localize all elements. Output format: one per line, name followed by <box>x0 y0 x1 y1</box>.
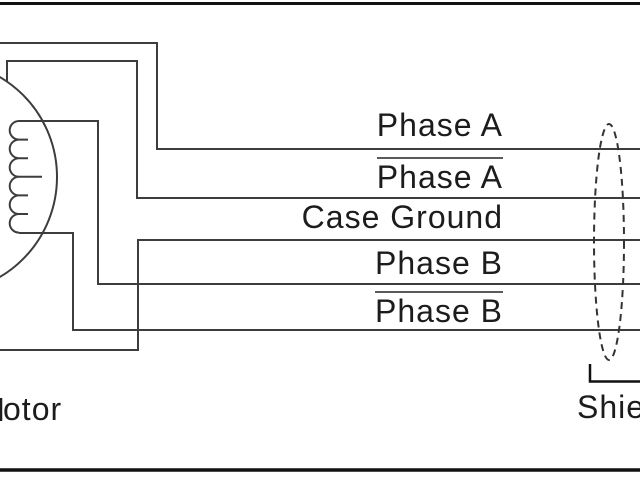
motor-circle-icon <box>0 75 58 279</box>
case-ground-label: Case Ground <box>301 199 503 235</box>
phase-b-bar-label: Phase B <box>375 291 503 329</box>
wire-phase-b <box>19 120 640 285</box>
wire-phase-a-bar <box>6 60 640 199</box>
motor-label: otor <box>3 391 63 427</box>
phase-b-label: Phase B <box>375 245 503 281</box>
wire-phase-a <box>0 42 640 150</box>
shield-bracket-icon <box>588 364 640 383</box>
phase-a-bar-label: Phase A <box>376 157 503 195</box>
shield-label: Shie <box>577 389 640 425</box>
motor-winding-coil-icon <box>8 120 42 234</box>
wire-phase-b-bar <box>19 232 640 331</box>
wire-case-ground <box>0 239 640 351</box>
phase-a-label: Phase A <box>376 107 503 143</box>
shield-dashed-ellipse-icon <box>593 123 625 361</box>
